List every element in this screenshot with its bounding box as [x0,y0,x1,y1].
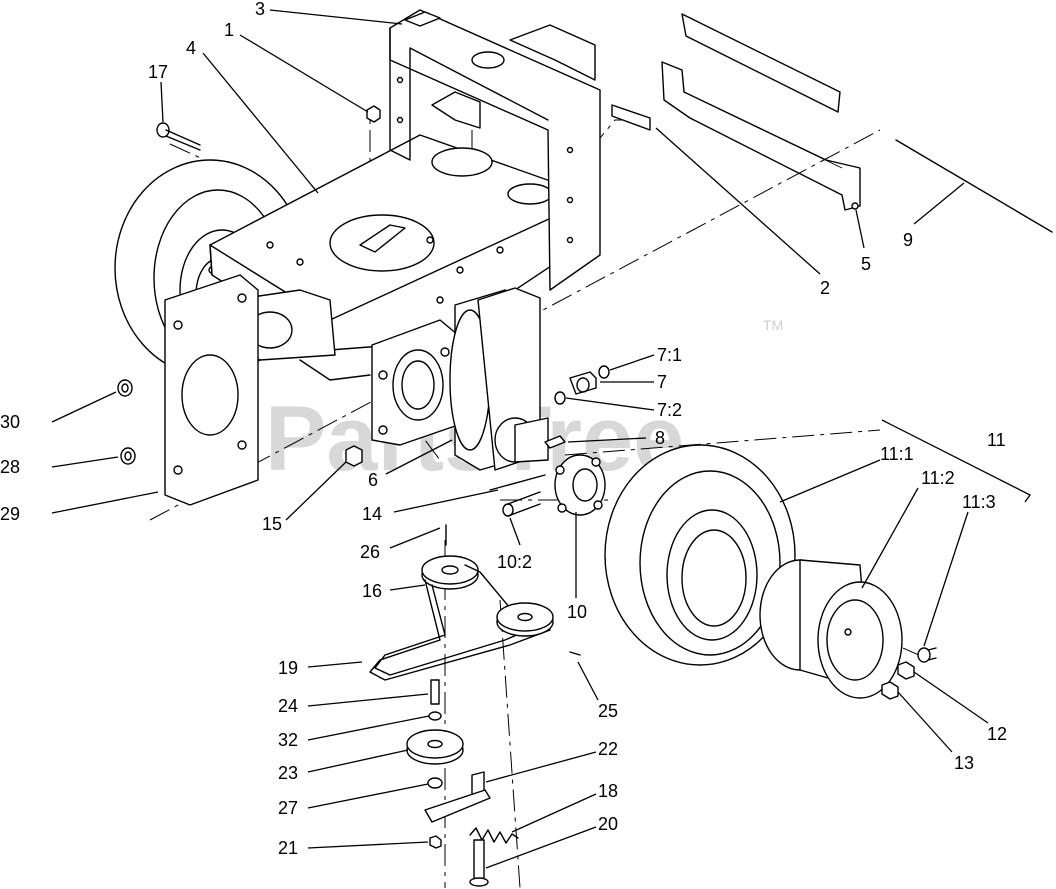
callout-11-2: 11:2 [921,468,955,488]
o-ring [598,365,610,379]
rod [895,139,1053,233]
callout-leaders [51,9,989,869]
lug-nut [897,661,915,680]
callout-7-2: 7:2 [657,400,682,420]
callout-4: 4 [186,38,196,58]
bolt [156,122,201,151]
washer [428,711,442,721]
flange-nut [120,447,136,465]
callout-7: 7 [657,372,667,392]
callout-30: 30 [0,412,20,432]
nut [429,835,442,849]
callout-25: 25 [598,701,618,721]
callout-24: 24 [278,696,298,716]
flange-bolt [345,445,363,467]
lug-nut [881,681,899,700]
callout-20: 20 [598,814,618,834]
shoulder-bolt [430,679,440,705]
watermark-trademark: TM [763,317,783,333]
callout-5: 5 [861,254,871,274]
spacer [427,777,443,789]
callout-8: 8 [655,428,665,448]
callout-12: 12 [987,724,1007,744]
callout-9: 9 [903,230,913,250]
screw [851,202,859,210]
callout-28: 28 [0,457,20,477]
idler-pulley [406,729,464,765]
callout-labels: 3 1 4 17 2 5 9 7:1 7 7:2 8 6 14 15 10:2 … [0,0,1007,858]
rear-deflector-panel [661,13,861,211]
flange-nut [117,379,133,397]
idler-pulley-upper [496,602,554,637]
motor-pulley [421,555,479,590]
pivot-bolt [469,839,489,887]
callout-2: 2 [820,278,830,298]
o-ring [554,391,566,405]
callout-15: 15 [262,514,282,534]
callout-23: 23 [278,763,298,783]
callout-10: 10 [567,602,587,622]
motor-mount-plate [371,319,459,446]
callout-19: 19 [278,658,298,678]
callout-3: 3 [255,0,265,19]
extension-spring [469,827,519,844]
callout-1: 1 [224,20,234,40]
set-screw [569,651,581,656]
callout-32: 32 [278,730,298,750]
hydraulic-wheel-motor [449,287,549,471]
stud-bolt [502,491,541,517]
callout-29: 29 [0,504,20,524]
callout-26: 26 [360,542,380,562]
upright-tower-frame [389,9,601,291]
idler-arm [424,771,491,823]
hydraulic-fitting [569,371,597,395]
callout-21: 21 [278,838,298,858]
callout-27: 27 [278,798,298,818]
wheel-hub [554,454,606,516]
nut [366,105,381,123]
callout-17: 17 [148,62,168,82]
left-mount-plate [164,274,259,506]
valve-stem [917,647,937,663]
wheel-rim [759,559,903,699]
callout-11-3: 11:3 [962,492,996,512]
kit-bracket [881,419,1031,503]
callout-14: 14 [362,504,382,524]
callout-22: 22 [598,739,618,759]
callout-6: 6 [368,470,378,490]
callout-18: 18 [598,781,618,801]
decal [404,11,441,27]
callout-10-2: 10:2 [497,552,532,572]
rear-tire [604,444,796,666]
callout-16: 16 [362,581,382,601]
bolt [489,474,546,491]
reflector-decal [611,104,651,131]
callout-11-1: 11:1 [880,444,914,464]
callout-7-1: 7:1 [657,345,682,365]
callout-11: 11 [987,430,1006,450]
callout-13: 13 [954,753,974,773]
key [544,435,566,449]
